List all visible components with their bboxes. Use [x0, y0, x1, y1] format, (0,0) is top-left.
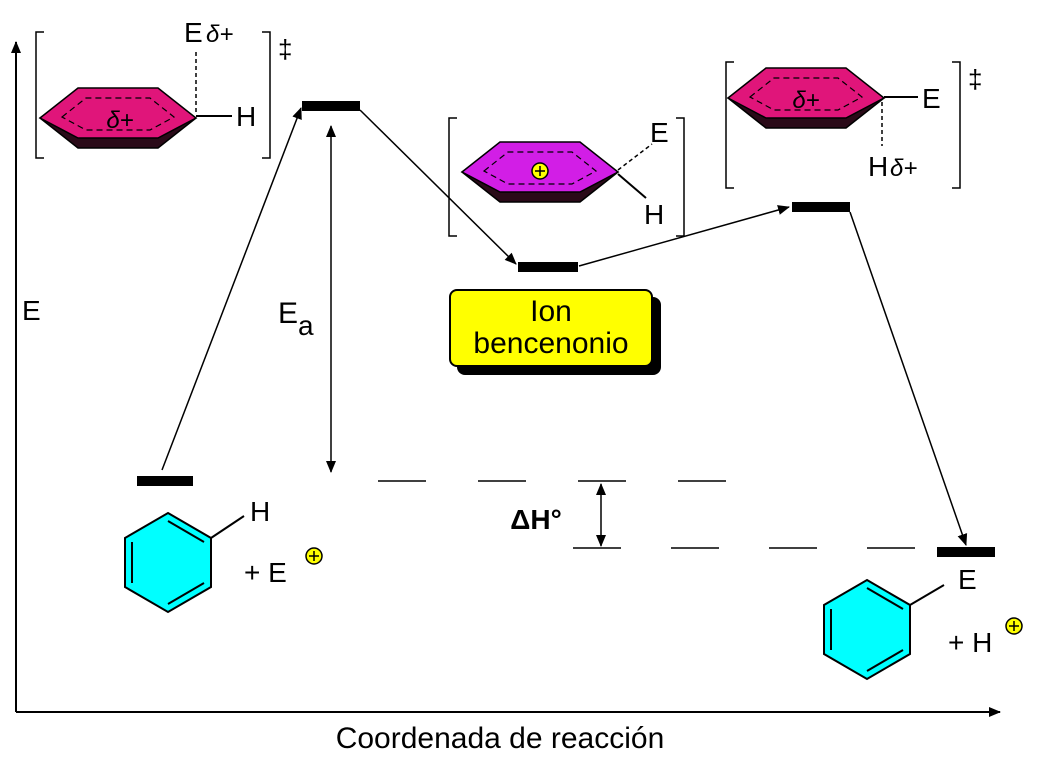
intermediate-bracket-right [676, 117, 685, 237]
ts2-bracket-left [725, 61, 734, 189]
intermediate-e-bond [617, 143, 653, 171]
ts1-e-charge: δ+ [206, 21, 233, 48]
reactants-level [137, 476, 193, 486]
ts2-ring-charge: δ+ [792, 87, 819, 114]
ts1-bracket-right [262, 31, 271, 159]
product-proton-label: + H [948, 627, 992, 658]
intermediate-plus-charge [531, 162, 549, 180]
intermediate-bracket-left [448, 117, 457, 237]
reactant-benzene [124, 511, 245, 614]
x-axis-label: Coordenada de reacción [336, 722, 665, 755]
ts1-level [302, 101, 360, 111]
intermediate-label-box: Ion bencenonio [449, 289, 653, 367]
reactant-plus-charge [305, 547, 323, 565]
ts2-h-charge: δ+ [890, 155, 917, 182]
ts1-bracket-left [35, 31, 44, 159]
ts2-double-dagger: ‡ [968, 64, 982, 94]
path-arrow-4 [849, 211, 968, 546]
ts2-e-label: E [922, 83, 941, 114]
intermediate-label-line2: bencenonio [473, 327, 629, 360]
ts2-level [792, 202, 850, 212]
product-plus-charge [1005, 617, 1023, 635]
intermediate-level [518, 262, 578, 272]
ts1-double-dagger: ‡ [278, 34, 292, 64]
intermediate-h-label: H [644, 199, 664, 230]
intermediate-h-bond [617, 173, 647, 199]
enthalpy-label: ΔH° [510, 504, 562, 535]
ts1-h-label: H [236, 101, 256, 132]
path-arrow-2 [359, 109, 517, 265]
intermediate-e-label: E [650, 117, 669, 148]
reactant-h-label: H [250, 496, 270, 527]
product-e-label: E [958, 564, 977, 595]
intermediate-label-line1: Ion [530, 295, 572, 328]
ts1-ring [38, 87, 198, 149]
ts1-ring-charge: δ+ [106, 107, 133, 134]
ts2-h-label: H [868, 151, 888, 182]
activation-energy-label: Ea [278, 297, 314, 341]
ts2-ring [726, 67, 886, 129]
products-level [937, 547, 995, 557]
reactant-electrophile-label: + E [244, 557, 287, 588]
ts2-bracket-right [952, 61, 961, 189]
y-axis-label: E [22, 295, 41, 326]
product-benzene [823, 578, 945, 681]
path-arrow-1 [161, 107, 302, 471]
ts1-e-label: E [184, 17, 203, 48]
